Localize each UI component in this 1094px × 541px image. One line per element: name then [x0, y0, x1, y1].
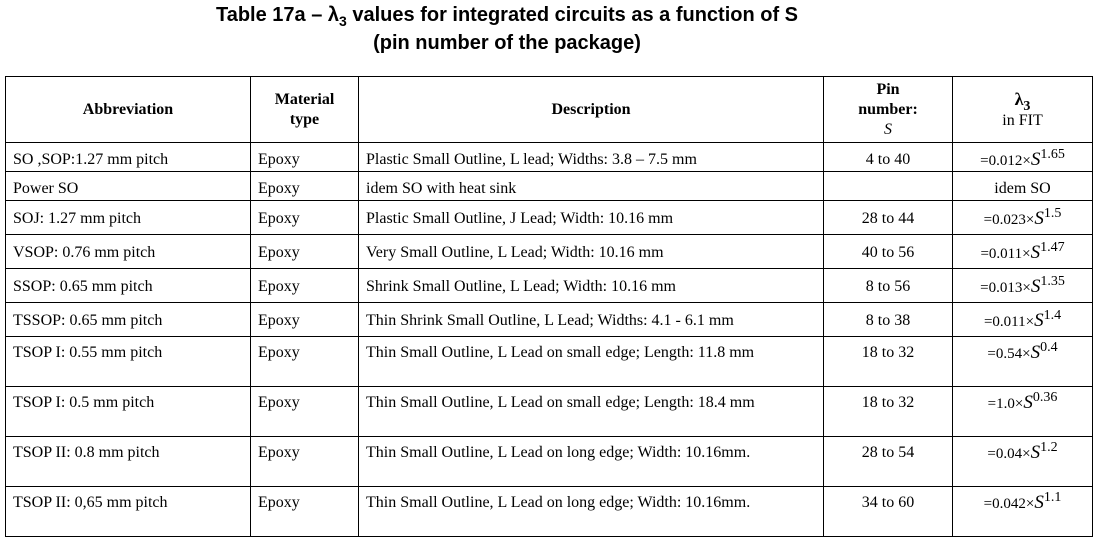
- cell-description: Plastic Small Outline, J Lead; Width: 10…: [358, 200, 824, 235]
- cell-description: idem SO with heat sink: [358, 171, 824, 201]
- title-prefix: Table 17a – λ: [215, 4, 340, 26]
- cell-lambda3: =0.023×S1.5: [952, 200, 1093, 235]
- cell-abbreviation: TSOP I: 0.5 mm pitch: [5, 386, 251, 437]
- cell-lambda3: =0.013×S1.35: [952, 268, 1093, 303]
- formula-variable: S: [1034, 310, 1044, 331]
- formula-exponent: 0.4: [1040, 340, 1058, 355]
- cell-description: Thin Small Outline, L Lead on long edge;…: [358, 486, 824, 537]
- cell-abbreviation: TSOP II: 0,65 mm pitch: [5, 486, 251, 537]
- formula-variable: S: [1023, 392, 1033, 413]
- cell-abbreviation: SOJ: 1.27 mm pitch: [5, 200, 251, 235]
- cell-description: Plastic Small Outline, L lead; Widths: 3…: [358, 142, 824, 172]
- cell-pins: 8 to 38: [823, 302, 953, 337]
- formula-coefficient: =0.013×: [980, 280, 1031, 296]
- cell-pins: [823, 171, 953, 201]
- formula-exponent: 1.35: [1040, 274, 1065, 289]
- cell-abbreviation: TSSOP: 0.65 mm pitch: [5, 302, 251, 337]
- cell-description: Thin Small Outline, L Lead on long edge;…: [358, 436, 824, 487]
- formula-coefficient: =0.042×: [983, 496, 1035, 512]
- formula-coefficient: =0.04×: [987, 446, 1031, 462]
- cell-material: Epoxy: [250, 171, 359, 201]
- cell-pins: 18 to 32: [823, 386, 953, 437]
- formula-coefficient: =0.012×: [980, 153, 1031, 169]
- cell-abbreviation: VSOP: 0.76 mm pitch: [5, 234, 251, 269]
- title-suffix: values for integrated circuits as a func…: [346, 4, 799, 26]
- formula-variable: S: [1030, 442, 1041, 463]
- cell-lambda3: =0.011×S1.47: [952, 234, 1093, 269]
- header-description: Description: [358, 76, 824, 143]
- cell-material: Epoxy: [250, 234, 359, 269]
- cell-material: Epoxy: [250, 386, 359, 437]
- cell-lambda3: idem SO: [952, 171, 1093, 201]
- cell-abbreviation: SO ,SOP:1.27 mm pitch: [5, 142, 251, 172]
- cell-lambda3: =1.0×S0.36: [952, 386, 1093, 437]
- cell-abbreviation: Power SO: [5, 171, 251, 201]
- cell-pins: 34 to 60: [823, 486, 953, 537]
- formula-coefficient: =1.0×: [987, 396, 1024, 412]
- formula-variable: S: [1034, 492, 1044, 513]
- cell-material: Epoxy: [250, 142, 359, 172]
- cell-pins: 28 to 54: [823, 436, 953, 487]
- cell-pins: 4 to 40: [823, 142, 953, 172]
- cell-description: Shrink Small Outline, L Lead; Width: 10.…: [358, 268, 824, 303]
- formula-exponent: 0.36: [1032, 390, 1058, 405]
- formula-variable: S: [1034, 208, 1044, 229]
- cell-abbreviation: TSOP I: 0.55 mm pitch: [5, 336, 251, 387]
- cell-lambda3: =0.54×S0.4: [952, 336, 1093, 387]
- formula-coefficient: =0.54×: [987, 346, 1031, 362]
- cell-material: Epoxy: [250, 486, 359, 537]
- formula-exponent: 1.65: [1040, 147, 1065, 162]
- formula-variable: S: [1030, 242, 1041, 263]
- cell-description: Thin Small Outline, L Lead on small edge…: [358, 386, 824, 437]
- cell-description: Very Small Outline, L Lead; Width: 10.16…: [358, 234, 824, 269]
- formula-exponent: 1.4: [1043, 308, 1062, 323]
- cell-material: Epoxy: [250, 200, 359, 235]
- cell-lambda3: =0.012×S1.65: [952, 142, 1093, 172]
- formula-exponent: 1.5: [1043, 206, 1062, 221]
- cell-pins: 18 to 32: [823, 336, 953, 387]
- formula-variable: S: [1030, 276, 1041, 297]
- cell-lambda3: =0.011×S1.4: [952, 302, 1093, 337]
- title-line-1: Table 17a – λ3 values for integrated cir…: [0, 1, 1014, 29]
- cell-pins: 40 to 56: [823, 234, 953, 269]
- cell-material: Epoxy: [250, 302, 359, 337]
- cell-pins: 8 to 56: [823, 268, 953, 303]
- cell-lambda3: =0.042×S1.1: [952, 486, 1093, 537]
- cell-lambda3: =0.04×S1.2: [952, 436, 1093, 487]
- title-lambda-subscript: 3: [339, 13, 347, 29]
- formula-variable: S: [1030, 342, 1041, 363]
- formula-variable: S: [1030, 149, 1041, 170]
- cell-description: Thin Shrink Small Outline, L Lead; Width…: [358, 302, 824, 337]
- header-abbreviation: Abbreviation: [5, 76, 251, 143]
- formula-exponent: 1.47: [1040, 240, 1065, 255]
- cell-material: Epoxy: [250, 268, 359, 303]
- formula-coefficient: =0.023×: [983, 212, 1035, 228]
- cell-pins: 28 to 44: [823, 200, 953, 235]
- formula-coefficient: =0.011×: [983, 314, 1035, 330]
- cell-material: Epoxy: [250, 336, 359, 387]
- title-line-2: (pin number of the package): [373, 32, 641, 54]
- cell-description: Thin Small Outline, L Lead on small edge…: [358, 336, 824, 387]
- cell-abbreviation: SSOP: 0.65 mm pitch: [5, 268, 251, 303]
- cell-abbreviation: TSOP II: 0.8 mm pitch: [5, 436, 251, 487]
- formula-coefficient: =0.011×: [980, 246, 1031, 262]
- formula-exponent: 1.1: [1043, 490, 1062, 505]
- cell-material: Epoxy: [250, 436, 359, 487]
- formula-exponent: 1.2: [1040, 440, 1058, 455]
